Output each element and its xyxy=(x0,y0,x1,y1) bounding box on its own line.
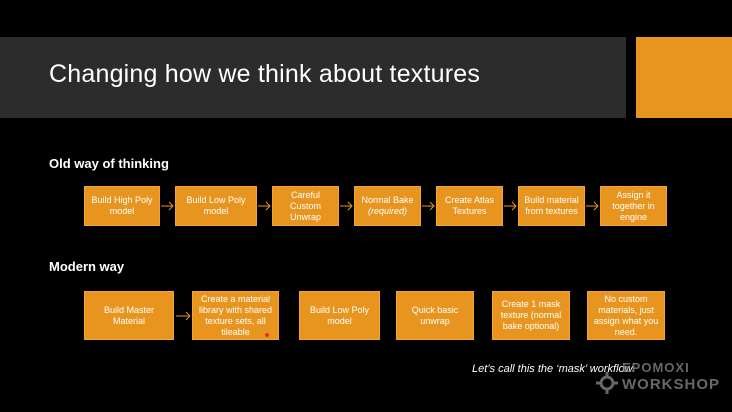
old-arrow-4 xyxy=(422,201,436,211)
modern-step-4: Quick basic unwrap xyxy=(396,291,474,340)
old-step-6: Build material from textures xyxy=(518,186,585,226)
old-step-4-note: (required) xyxy=(367,206,407,216)
old-arrow-5 xyxy=(504,201,518,211)
logo-line-1: EPOMOXI xyxy=(622,360,690,375)
watermark-logo: EPOMOXI WORKSHOP xyxy=(596,358,720,400)
old-step-4-text: Normal Bake xyxy=(361,195,414,205)
modern-step-3-text: Build Low Poly model xyxy=(309,304,370,326)
accent-square xyxy=(636,37,732,118)
modern-step-6: No custom materials, just assign what yo… xyxy=(587,291,665,340)
modern-step-5: Create 1 mask texture (normal bake optio… xyxy=(492,291,570,340)
old-step-6-text: Build material from textures xyxy=(524,195,579,216)
slide-title: Changing how we think about textures xyxy=(49,60,481,88)
old-step-3: Careful Custom Unwrap xyxy=(272,186,339,226)
title-bar xyxy=(0,37,626,118)
old-arrow-3 xyxy=(340,201,354,211)
mask-workflow-caption: Let’s call this the ‘mask’ workflow. xyxy=(472,363,636,375)
modern-arrow-1 xyxy=(176,311,192,321)
old-arrow-1 xyxy=(161,201,175,211)
old-step-1: Build High Poly model xyxy=(84,186,160,226)
modern-step-2-text: Create a material library with shared te… xyxy=(198,293,273,337)
modern-step-1-text: Build Master Material xyxy=(103,304,155,326)
logo-line-2: WORKSHOP xyxy=(622,376,720,393)
old-step-4: Normal Bake (required) xyxy=(354,186,421,226)
modern-step-3: Build Low Poly model xyxy=(299,291,380,340)
old-step-2: Build Low Poly model xyxy=(175,186,257,226)
old-step-5-text: Create Atlas Textures xyxy=(444,195,495,216)
old-arrow-6 xyxy=(586,201,600,211)
old-step-7: Assign it together in engine xyxy=(600,186,667,226)
old-step-1-text: Build High Poly model xyxy=(91,195,153,216)
old-arrow-2 xyxy=(258,201,272,211)
modern-step-2: Create a material library with shared te… xyxy=(192,291,279,340)
modern-step-1: Build Master Material xyxy=(84,291,174,340)
old-step-5: Create Atlas Textures xyxy=(436,186,503,226)
red-marker-dot xyxy=(265,333,269,337)
modern-step-4-text: Quick basic unwrap xyxy=(411,304,459,326)
old-way-label: Old way of thinking xyxy=(49,156,169,171)
old-step-3-text: Careful Custom Unwrap xyxy=(289,189,321,222)
modern-way-label: Modern way xyxy=(49,259,125,274)
old-step-7-text: Assign it together in engine xyxy=(612,189,655,222)
modern-step-5-text: Create 1 mask texture (normal bake optio… xyxy=(500,299,562,331)
modern-step-6-text: No custom materials, just assign what yo… xyxy=(593,293,659,337)
gear-logo-icon xyxy=(596,372,618,394)
old-step-2-text: Build Low Poly model xyxy=(186,195,246,216)
